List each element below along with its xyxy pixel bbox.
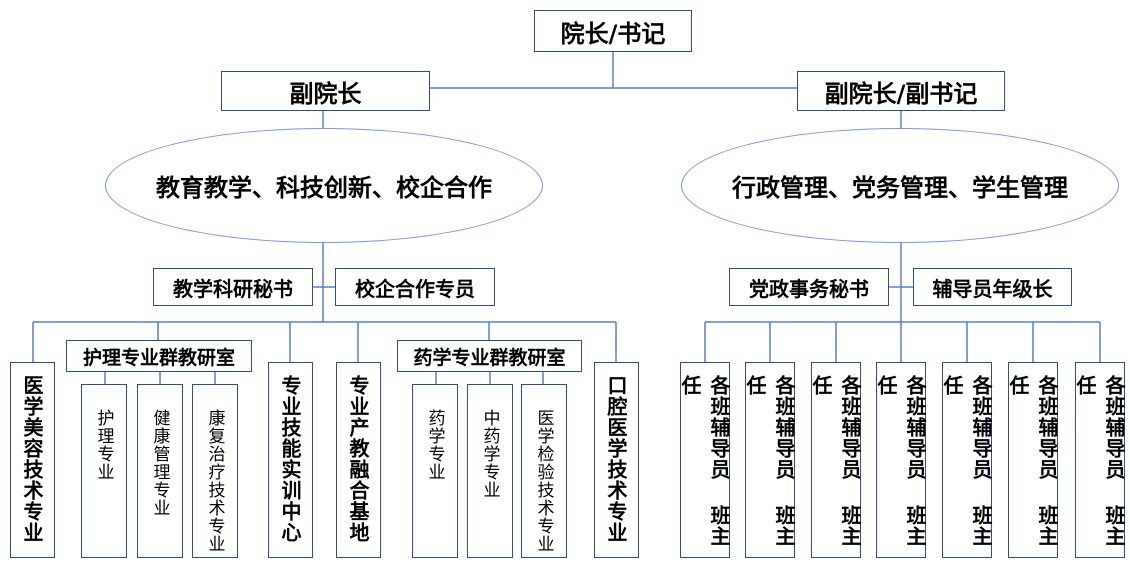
unit-skills-training-label: 专业技能实训中心 [278, 375, 302, 543]
pharmacy-item-1: 药学专业 [412, 384, 458, 558]
pharmacy-item-3-label: 医学检验技术专业 [533, 409, 554, 553]
unit-industry-base: 专业产教融合基地 [336, 362, 381, 558]
class-counselor-2-label: 各班辅导员 班主任 [743, 375, 796, 547]
class-counselor-6: 各班辅导员 班主任 [1006, 362, 1059, 558]
top-box: 院长/书记 [534, 10, 692, 52]
class-counselor-4-label: 各班辅导员 班主任 [874, 375, 927, 547]
pharmacy-item-2: 中药学专业 [467, 384, 513, 558]
unit-industry-base-label: 专业产教融合基地 [346, 375, 370, 543]
pharmacy-item-1-label: 药学专业 [424, 409, 445, 481]
class-counselor-3: 各班辅导员 班主任 [809, 362, 862, 558]
class-counselor-3-label: 各班辅导员 班主任 [809, 375, 862, 547]
pharmacy-group-title: 药学专业群教研室 [397, 340, 582, 372]
class-counselor-1: 各班辅导员 班主任 [678, 362, 731, 558]
class-counselor-1-label: 各班辅导员 班主任 [678, 375, 731, 547]
right-staff-box-2: 辅导员年级长 [913, 268, 1072, 306]
unit-medical-beauty-label: 医学美容技术专业 [20, 375, 44, 543]
nursing-group-title: 护理专业群教研室 [66, 340, 252, 372]
right-head-box: 副院长/副书记 [797, 71, 1005, 111]
class-counselor-6-label: 各班辅导员 班主任 [1006, 375, 1059, 547]
right-staff-box-1: 党政事务秘书 [729, 268, 889, 306]
nursing-item-1-label: 护理专业 [93, 409, 114, 481]
pharmacy-item-2-label: 中药学专业 [479, 409, 500, 499]
unit-skills-training: 专业技能实训中心 [268, 362, 313, 558]
class-counselor-5-label: 各班辅导员 班主任 [940, 375, 993, 547]
unit-dental-tech: 口腔医学技术专业 [594, 362, 639, 558]
left-staff-box-1: 教学科研秘书 [153, 268, 313, 306]
nursing-item-3: 康复治疗技术专业 [192, 384, 238, 558]
nursing-item-3-label: 康复治疗技术专业 [204, 409, 225, 553]
nursing-item-2-label: 健康管理专业 [149, 409, 170, 517]
right-area-ellipse: 行政管理、党务管理、学生管理 [681, 128, 1119, 243]
class-counselor-4: 各班辅导员 班主任 [874, 362, 927, 558]
left-head-box: 副院长 [221, 71, 430, 111]
nursing-item-1: 护理专业 [81, 384, 127, 558]
pharmacy-item-3: 医学检验技术专业 [521, 384, 567, 558]
class-counselor-7: 各班辅导员 班主任 [1073, 362, 1126, 558]
class-counselor-7-label: 各班辅导员 班主任 [1073, 375, 1126, 547]
left-area-ellipse: 教育教学、科技创新、校企合作 [105, 128, 543, 243]
left-staff-box-2: 校企合作专员 [335, 268, 495, 306]
unit-medical-beauty: 医学美容技术专业 [10, 362, 55, 558]
nursing-item-2: 健康管理专业 [137, 384, 183, 558]
unit-dental-tech-label: 口腔医学技术专业 [604, 375, 628, 543]
class-counselor-2: 各班辅导员 班主任 [743, 362, 796, 558]
class-counselor-5: 各班辅导员 班主任 [940, 362, 993, 558]
